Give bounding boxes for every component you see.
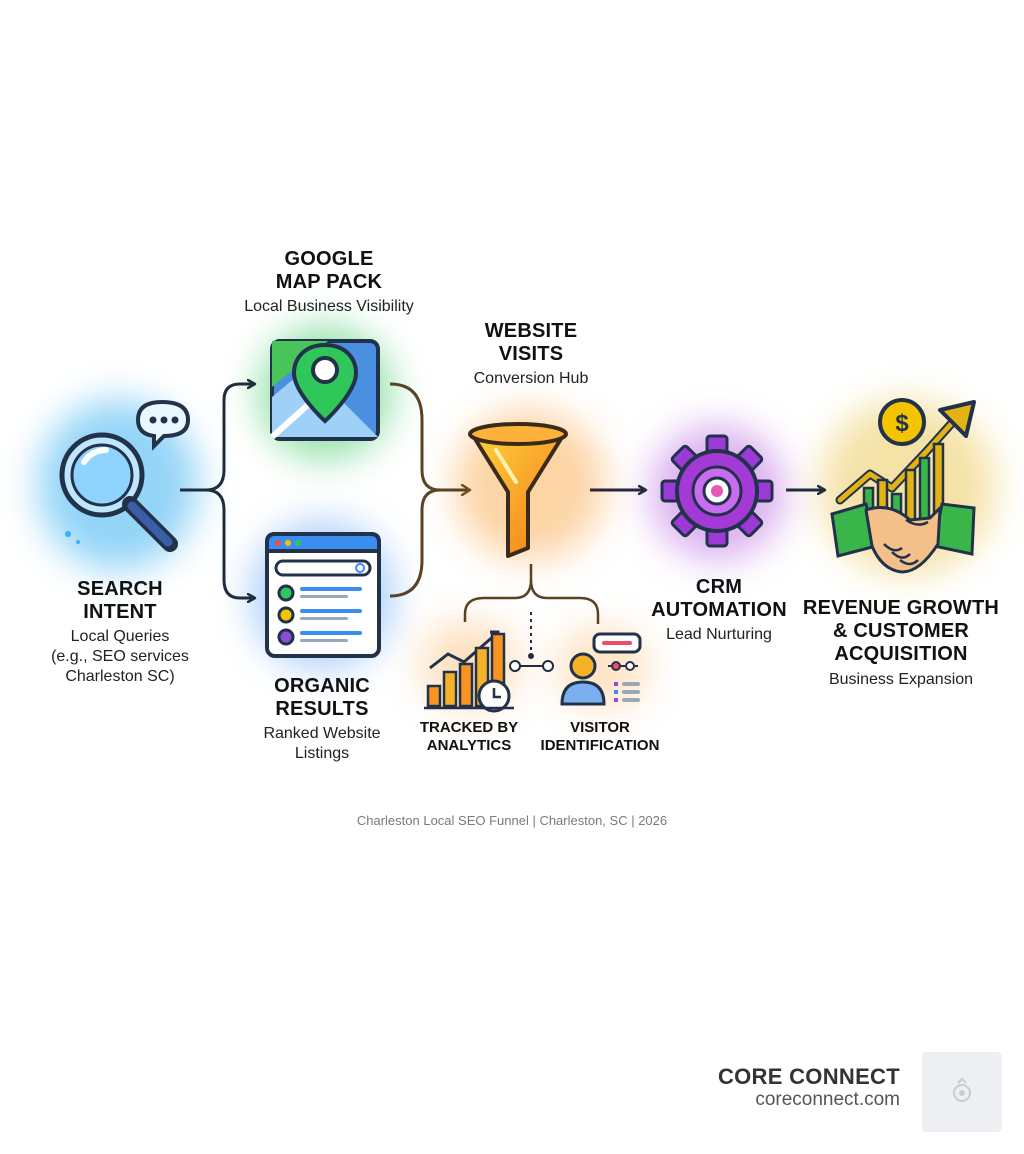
- crm-automation-title: CRM AUTOMATION: [651, 576, 787, 621]
- connector-to-organic: [205, 488, 255, 598]
- visitor-identification-title: VISITOR IDENTIFICATION: [540, 719, 660, 754]
- connector-to-map: [205, 384, 255, 492]
- brand-url: coreconnect.com: [755, 1089, 900, 1110]
- organic-results-title: ORGANIC RESULTS: [274, 675, 370, 720]
- search-intent-subtitle: Local Queries (e.g., SEO services Charle…: [51, 628, 189, 685]
- website-visits-subtitle: Conversion Hub: [473, 370, 589, 387]
- website-visits-title: WEBSITE VISITS: [484, 320, 578, 365]
- organic-results-subtitle: Ranked Website Listings: [263, 725, 381, 762]
- logo-mark-icon: [953, 1077, 971, 1102]
- gear-icon: [660, 434, 774, 548]
- crm-automation-subtitle: Lead Nurturing: [666, 626, 772, 643]
- svg-text:$: $: [895, 410, 909, 437]
- map-pack-subtitle: Local Business Visibility: [244, 298, 414, 315]
- browser-results-icon: [265, 532, 381, 658]
- connector-map-to-funnel: [389, 382, 441, 492]
- funnel-icon: [468, 422, 568, 558]
- magnifier-chat-icon: [59, 399, 191, 552]
- revenue-growth-subtitle: Business Expansion: [828, 671, 974, 688]
- bar-chart-clock-icon: [424, 630, 514, 713]
- map-pin-icon: [270, 339, 380, 441]
- handshake-growth-icon: $: [830, 398, 976, 574]
- revenue-growth-title: REVENUE GROWTH & CUSTOMER ACQUISITION: [802, 597, 1000, 665]
- diagram-caption: Charleston Local SEO Funnel | Charleston…: [356, 813, 668, 828]
- map-pack-title: GOOGLE MAP PACK: [275, 248, 383, 293]
- brand-logo: [922, 1052, 1002, 1132]
- brand-name: CORE CONNECT: [717, 1064, 900, 1089]
- user-profile-icon: [560, 632, 642, 706]
- connector-organic-to-funnel: [389, 488, 441, 598]
- connector-funnel-split: [463, 564, 533, 622]
- analytics-title: TRACKED BY ANALYTICS: [419, 719, 519, 754]
- search-intent-title: SEARCH INTENT: [77, 578, 163, 623]
